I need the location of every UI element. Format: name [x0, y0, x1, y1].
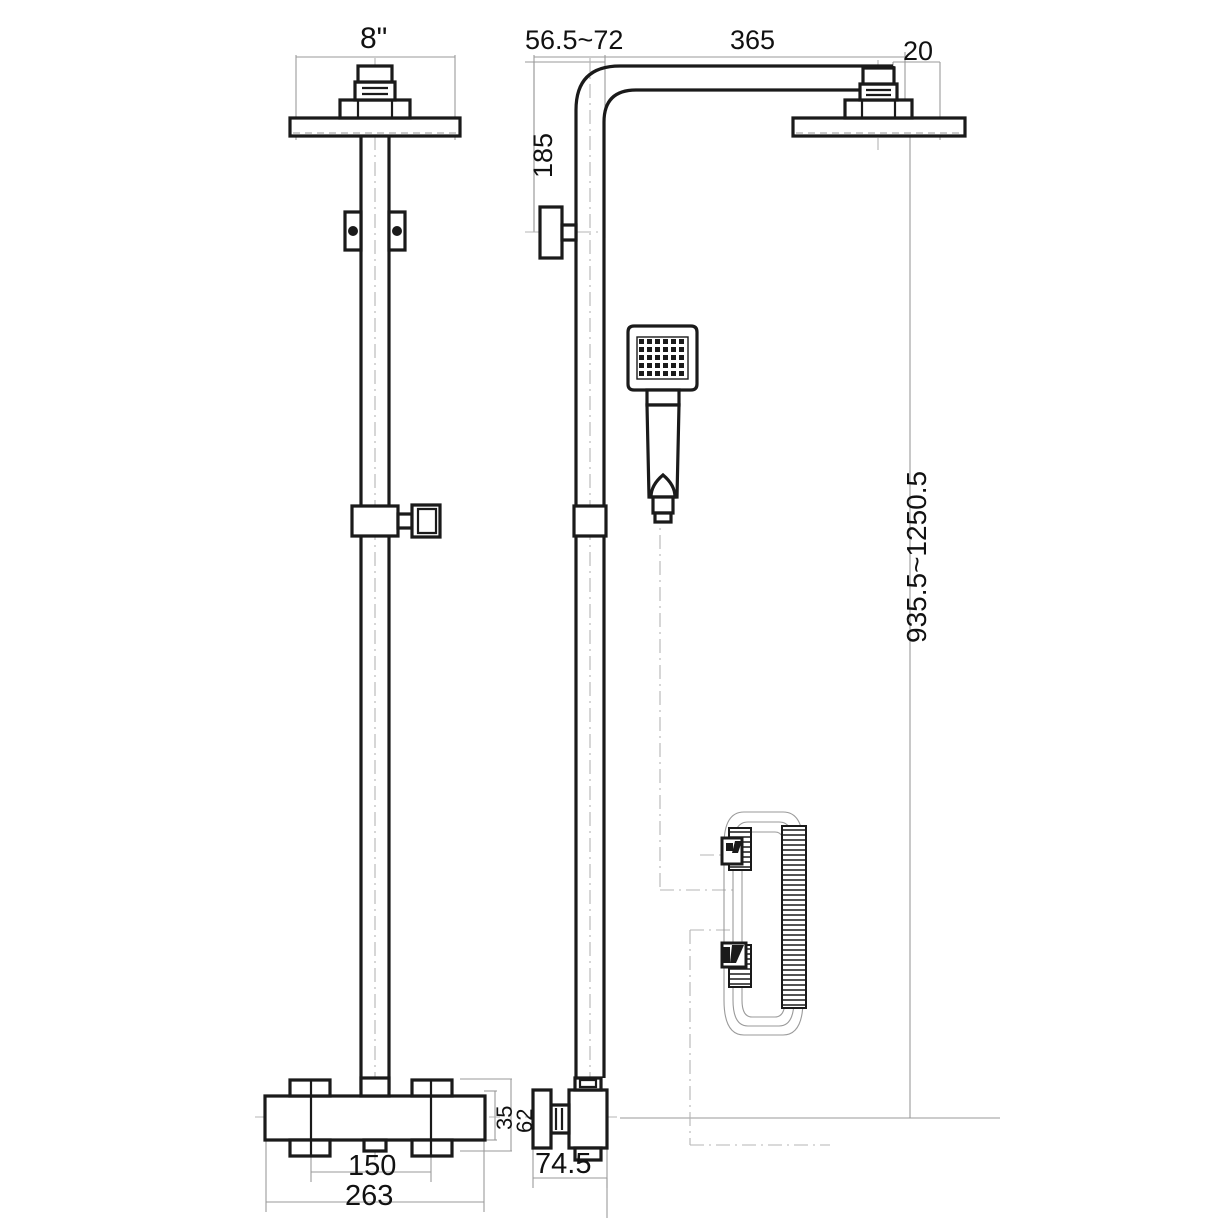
- side-view-shower: [531, 64, 967, 1162]
- valve-body-side: [531, 1076, 609, 1162]
- wall-bracket-front: [343, 210, 407, 252]
- dimension-overall-height: 935.5~1250.5: [901, 470, 932, 643]
- shower-arm-elbow: [574, 64, 895, 268]
- dimension-valve-depth: 74.5: [535, 1148, 592, 1180]
- dimension-arm-length: 365: [730, 25, 776, 55]
- dimension-head-thickness: 20: [903, 36, 934, 66]
- rain-shower-head-front: [288, 64, 462, 138]
- hand-shower: [626, 324, 699, 524]
- dimension-wall-offset: 56.5~72: [525, 25, 624, 55]
- spray-face-holes: [639, 339, 684, 376]
- hose-coil-right: [781, 825, 807, 1009]
- front-view-shower: [263, 64, 487, 1158]
- rain-shower-head-side: [791, 66, 967, 138]
- hose-connector-lower: [720, 941, 752, 988]
- dimension-bracket-drop: 185: [528, 132, 558, 178]
- slider-collar-side: [572, 504, 608, 538]
- riser-pipe-side: [574, 268, 606, 1078]
- dimension-head-size: 8": [360, 22, 388, 55]
- coiled-hose: [720, 811, 807, 1036]
- wall-bracket-side: [538, 205, 578, 260]
- hose-connector-upper: [720, 827, 752, 871]
- valve-body-front: [263, 1076, 487, 1158]
- dimension-valve-height-large: 62: [512, 1108, 537, 1133]
- dimension-inlet-centers: 150: [348, 1150, 397, 1182]
- diverter-front: [350, 503, 442, 539]
- riser-pipe-front: [359, 136, 391, 1090]
- dimension-lines: [265, 52, 1000, 1218]
- dimension-valve-width: 263: [345, 1180, 394, 1212]
